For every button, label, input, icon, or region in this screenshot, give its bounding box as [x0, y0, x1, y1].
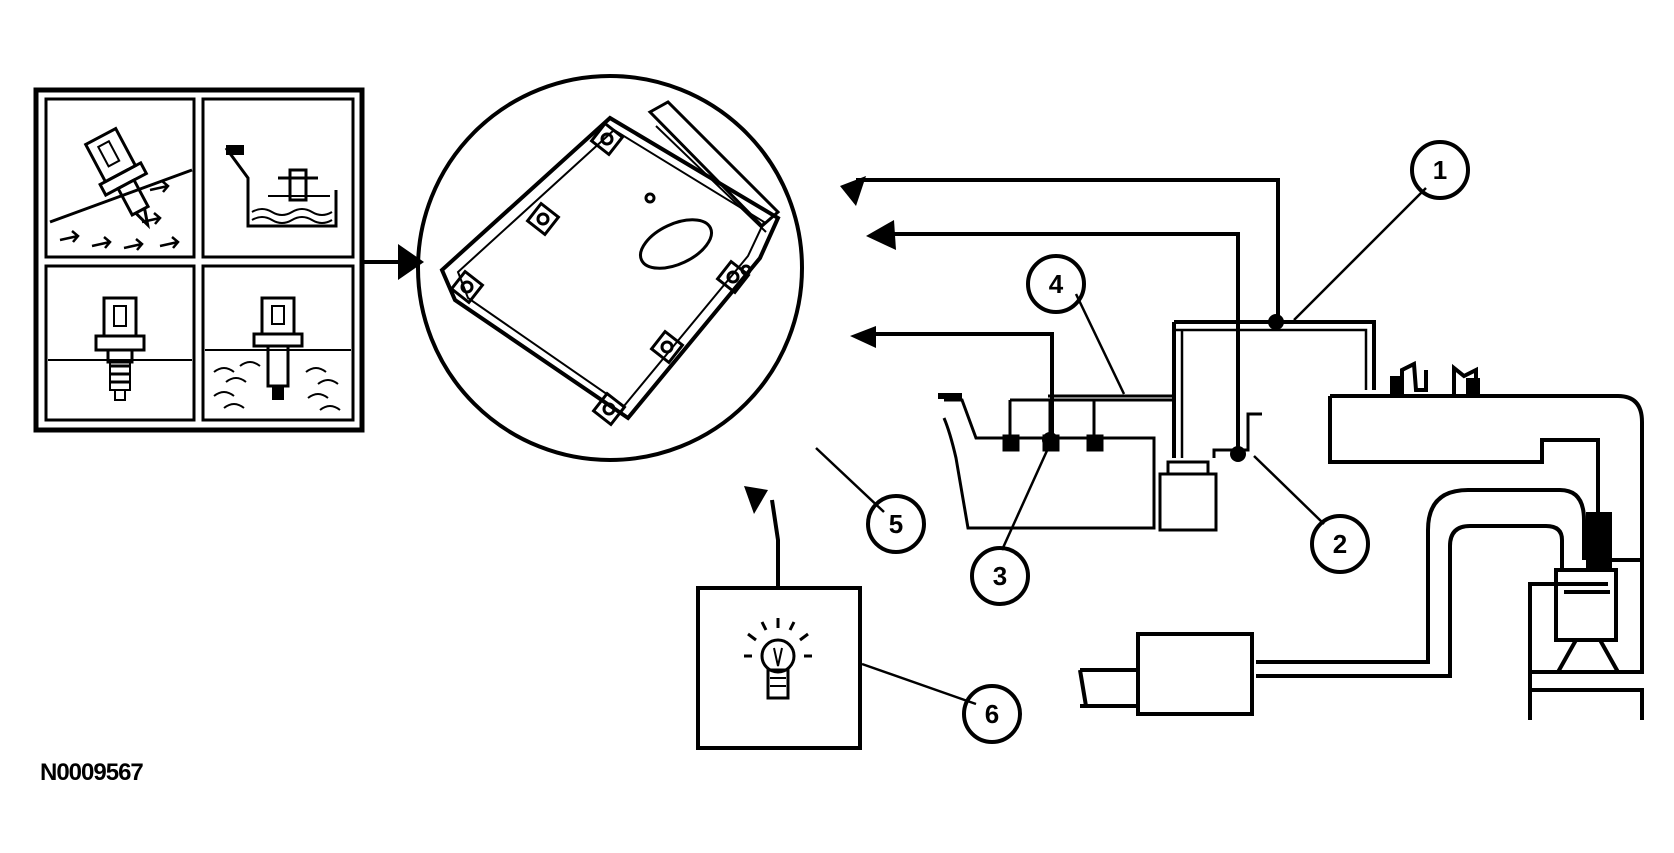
signal-arrows: [744, 176, 896, 514]
coolant-sensor-icon: [205, 296, 351, 411]
figure-id: N0009567: [40, 759, 143, 786]
callout-6-label: 6: [985, 699, 999, 729]
exhaust-pipe: [1078, 488, 1586, 716]
callout-5: 5: [866, 494, 926, 554]
intake-manifold: [1328, 360, 1644, 590]
temperature-sensor-icon: [48, 296, 192, 401]
panel-to-module-arrow: [362, 244, 424, 280]
callout-1-label: 1: [1433, 155, 1447, 185]
purge-canister: [1158, 460, 1218, 532]
callout-1: 1: [1410, 140, 1470, 200]
fuel-tank-sender-icon: [224, 145, 338, 228]
callout-leaders: [815, 187, 1427, 706]
callout-5-label: 5: [889, 509, 903, 539]
callout-2-label: 2: [1333, 529, 1347, 559]
callout-markers: [1042, 314, 1284, 462]
airflow-sensor-icon: [49, 126, 193, 251]
warning-lamp-icon: [696, 586, 862, 750]
cylinder-head: [1528, 512, 1644, 720]
fuel-rail: [938, 393, 1174, 530]
control-module-icon: [416, 74, 804, 462]
sensor-panel: [33, 87, 365, 433]
wiring: [770, 178, 1376, 588]
callout-3-label: 3: [993, 561, 1007, 591]
callout-4: 4: [1026, 254, 1086, 314]
callout-4-label: 4: [1049, 269, 1064, 299]
callout-6: 6: [962, 684, 1022, 744]
callout-2: 2: [1310, 514, 1370, 574]
callout-3: 3: [970, 546, 1030, 606]
